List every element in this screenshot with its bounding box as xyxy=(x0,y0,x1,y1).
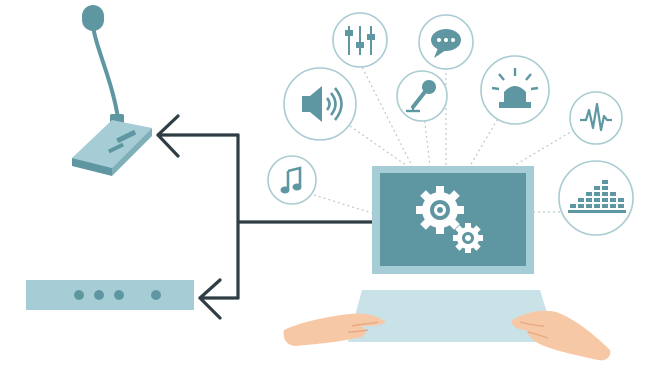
audio-spectrum-icon xyxy=(558,160,634,236)
paging-microphone-console xyxy=(72,5,152,176)
rack-led-3 xyxy=(114,290,124,300)
rack-knob xyxy=(151,290,161,300)
waveform-icon xyxy=(569,91,623,145)
rack-led-2 xyxy=(94,290,104,300)
connector-speaker xyxy=(349,125,411,169)
left-hand-shape xyxy=(283,313,386,346)
left-hand xyxy=(283,313,386,346)
connector-waveform xyxy=(509,129,575,169)
keyboard xyxy=(348,290,556,342)
large-gear-icon xyxy=(416,186,464,234)
rack-amplifier xyxy=(26,280,194,310)
console-side xyxy=(112,128,152,176)
console-button-row xyxy=(116,129,137,144)
keyboard-deck xyxy=(348,290,556,342)
right-hand-shape xyxy=(511,310,611,361)
rack-body xyxy=(26,280,194,310)
alarm-beacon-icon xyxy=(480,55,550,125)
dotted-connectors xyxy=(313,62,575,215)
right-hand xyxy=(511,310,611,361)
equalizer-sliders-icon xyxy=(332,12,388,68)
mic-capsule xyxy=(82,5,104,31)
connector-equalizer xyxy=(359,62,413,167)
music-note-icon xyxy=(267,155,317,205)
connector-alarm xyxy=(469,114,501,167)
arrow-to-rack-icon xyxy=(198,278,222,320)
console-front xyxy=(72,158,112,176)
connection-lines xyxy=(156,114,374,320)
connector-microphone xyxy=(423,115,431,167)
small-gear-icon xyxy=(453,223,483,253)
chat-bubble-icon xyxy=(418,14,474,70)
gooseneck-stem xyxy=(91,24,120,120)
computer-monitor xyxy=(372,166,534,274)
arrow-to-console-icon xyxy=(156,114,180,158)
rack-led-1 xyxy=(74,290,84,300)
microphone-icon xyxy=(396,70,448,122)
speaker-volume-icon xyxy=(283,67,357,141)
console-button-row-2 xyxy=(107,142,125,154)
connector-music xyxy=(313,194,376,215)
